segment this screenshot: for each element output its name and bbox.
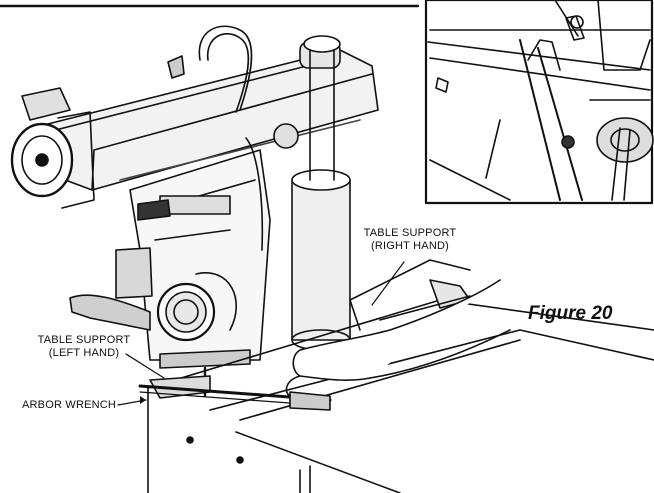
leader-right — [371, 261, 405, 306]
callout-right-line2: (RIGHT HAND) — [371, 240, 449, 252]
arm-end-knob — [10, 87, 95, 209]
callout-arbor-wrench: ARBOR WRENCH — [22, 399, 117, 411]
callout-right-line1: TABLE SUPPORT — [363, 227, 457, 239]
saw-arm — [31, 25, 379, 191]
callout-left-line1: TABLE SUPPORT — [37, 334, 131, 346]
hand-holding-wrench — [138, 279, 511, 411]
callout-table-support-left: TABLE SUPPORT (LEFT HAND) — [28, 334, 140, 360]
figure-caption: Figure 20 — [528, 303, 613, 324]
saw-motor-yoke — [69, 123, 299, 398]
inset-detail — [424, 0, 654, 205]
leader-left — [125, 353, 165, 379]
saw-column — [291, 35, 351, 351]
callout-left-line2: (LEFT HAND) — [48, 347, 120, 359]
callout-table-support-right: TABLE SUPPORT (RIGHT HAND) — [354, 227, 466, 253]
